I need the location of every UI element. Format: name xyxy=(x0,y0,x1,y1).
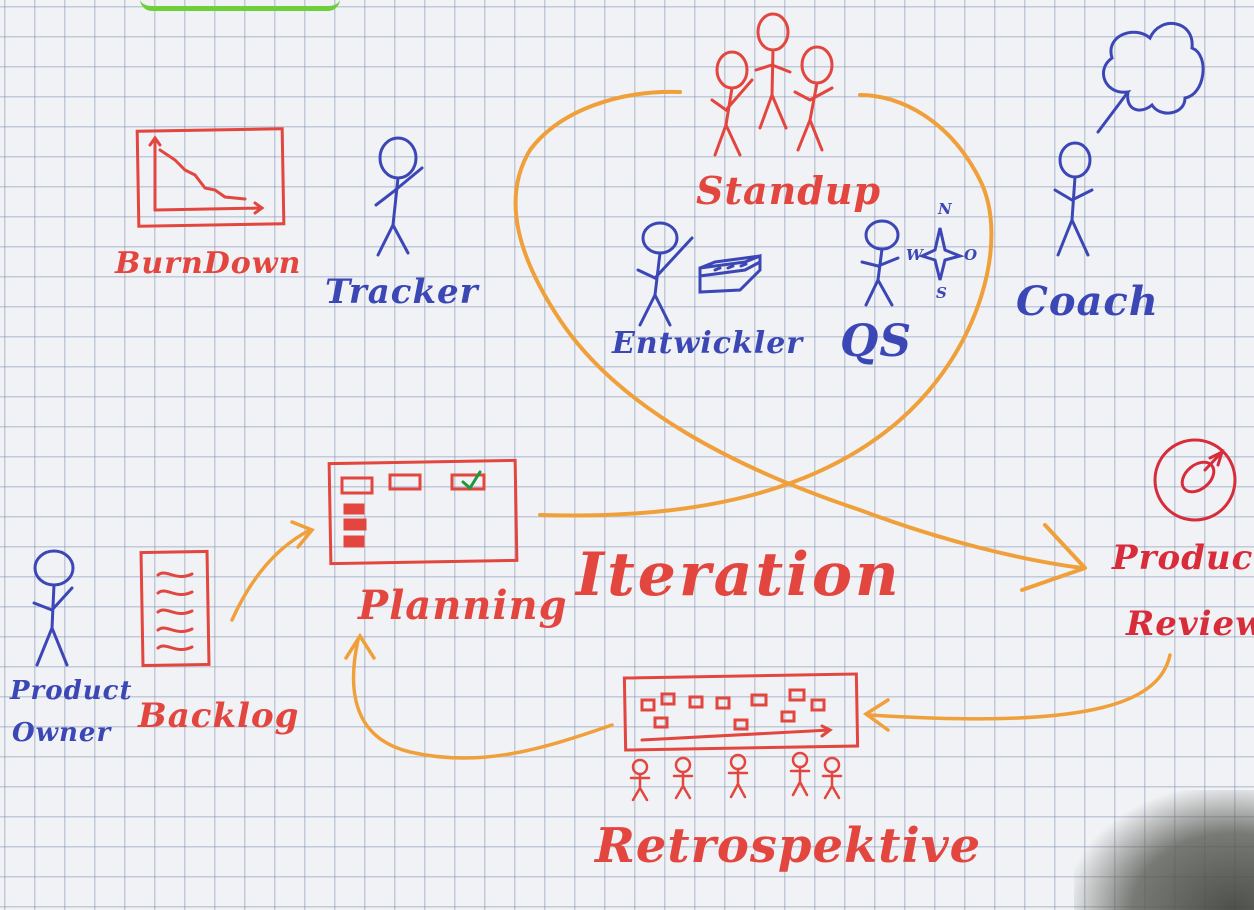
green-marker-line xyxy=(140,0,340,11)
burndown-label: BurnDown xyxy=(115,246,302,281)
backlog-to-planning-arrow xyxy=(230,528,312,622)
product-review-label-line2: Review xyxy=(1126,604,1254,644)
entwickler-figure xyxy=(636,221,762,327)
coach-figure xyxy=(1053,22,1205,257)
compass-o-label: O xyxy=(964,246,979,264)
compass-w-label: W xyxy=(906,246,924,264)
review-target-icon xyxy=(1153,438,1237,522)
iteration-arrowhead xyxy=(1020,523,1087,592)
retrospective-to-planning-arrow xyxy=(351,638,614,760)
product-owner-figure xyxy=(32,549,75,667)
retrospective-label: Retrospektive xyxy=(595,818,982,874)
iteration-loop-arrow xyxy=(513,89,1084,570)
iteration-label: Iteration xyxy=(576,540,902,610)
backlog-document-icon xyxy=(139,549,211,668)
speech-bubble-icon xyxy=(1096,22,1205,134)
burndown-chart-icon xyxy=(135,127,286,228)
review-to-retrospective-arrow xyxy=(868,653,1172,721)
backlog-label: Backlog xyxy=(138,696,300,736)
retrospective-team-figures xyxy=(629,751,843,802)
tracker-label: Tracker xyxy=(325,272,479,312)
tracker-figure xyxy=(374,136,424,257)
compass-icon xyxy=(917,227,965,281)
qs-label: QS xyxy=(840,316,913,367)
entwickler-label: Entwickler xyxy=(612,326,804,361)
compass-s-label: S xyxy=(936,284,948,302)
standup-label: Standup xyxy=(696,168,882,213)
compass-n-label: N xyxy=(938,200,953,218)
planning-board-icon xyxy=(327,458,519,566)
product-review-label-line1: Product xyxy=(1112,538,1254,578)
product-owner-label-line2: Owner xyxy=(12,718,112,748)
brick-icon xyxy=(698,253,762,294)
corner-shadow xyxy=(1074,790,1254,910)
retrospective-board-icon xyxy=(622,672,860,752)
standup-figures xyxy=(710,12,834,157)
coach-label: Coach xyxy=(1016,278,1159,325)
product-owner-label-line1: Product xyxy=(10,676,133,706)
qs-figure xyxy=(860,219,965,307)
planning-label: Planning xyxy=(358,582,568,629)
